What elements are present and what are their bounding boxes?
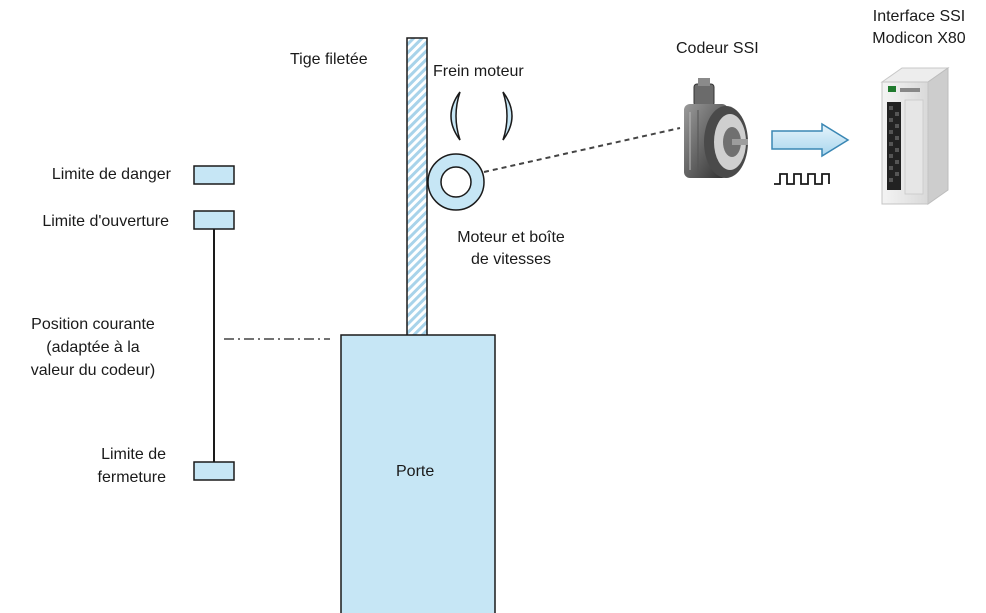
closing-limit-label-line2: fermeture bbox=[97, 469, 166, 486]
current-position-label-line2: (adaptée à la bbox=[46, 339, 140, 356]
motor-gearbox-hole bbox=[440, 166, 472, 198]
closing-limit-label-line1: Limite de bbox=[101, 446, 166, 463]
current-position-label-line3: valeur du codeur) bbox=[30, 362, 156, 379]
danger-limit-marker bbox=[193, 165, 235, 185]
opening-limit-marker bbox=[193, 210, 235, 230]
motor-brake-label: Frein moteur bbox=[433, 63, 524, 80]
motor-gearbox-label-line2: de vitesses bbox=[470, 251, 552, 268]
ssi-interface-label-line1: Interface SSI bbox=[872, 8, 966, 25]
pulse-signal bbox=[774, 173, 830, 185]
threaded-rod-label: Tige filetée bbox=[290, 51, 368, 68]
threaded-rod bbox=[406, 37, 428, 337]
ssi-encoder-label: Codeur SSI bbox=[676, 40, 759, 57]
brake-left-shoe bbox=[450, 91, 461, 141]
current-position-label-line1: Position courante bbox=[31, 316, 155, 333]
signal-arrow bbox=[771, 122, 850, 158]
danger-limit-label: Limite de danger bbox=[51, 166, 171, 183]
closing-limit-marker bbox=[193, 461, 235, 481]
ssi-interface-label-line2: Modicon X80 bbox=[872, 30, 966, 47]
door bbox=[340, 334, 496, 613]
opening-limit-label: Limite d'ouverture bbox=[42, 213, 169, 230]
door-label: Porte bbox=[396, 463, 435, 480]
motor-encoder-link bbox=[483, 127, 681, 173]
ssi-encoder bbox=[684, 78, 748, 178]
motor-gearbox-label-line1: Moteur et boîte bbox=[457, 229, 565, 246]
brake-right-shoe bbox=[502, 91, 513, 141]
ssi-interface-module bbox=[880, 67, 950, 205]
